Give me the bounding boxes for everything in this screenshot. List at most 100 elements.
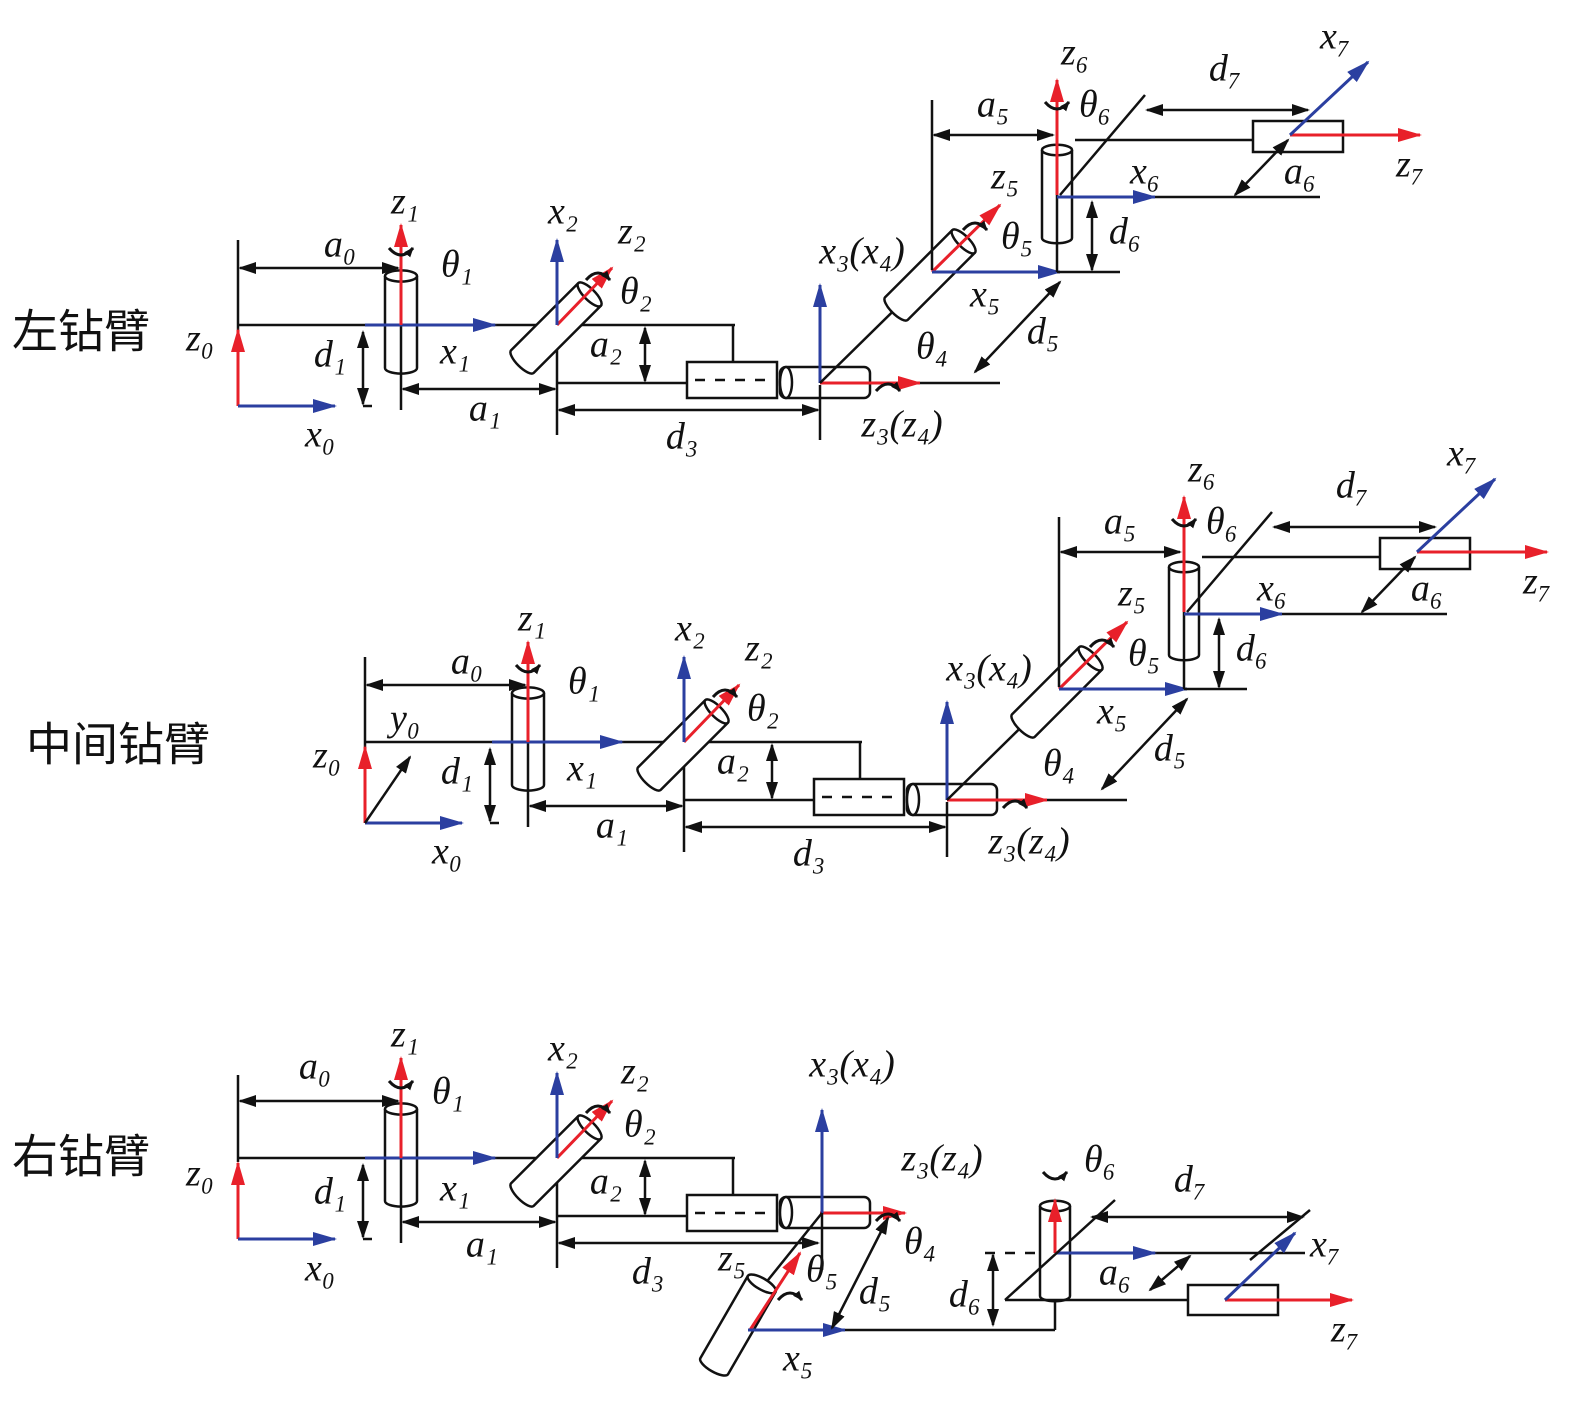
cylinder-body bbox=[509, 282, 602, 375]
label-x1: x₁ bbox=[566, 748, 597, 790]
label-z1: z₁ bbox=[390, 1014, 419, 1056]
label-theta2: θ₂ bbox=[620, 271, 652, 313]
label-theta6: θ₆ bbox=[1206, 501, 1238, 543]
z-axis-arrow bbox=[1057, 620, 1129, 691]
link-line bbox=[1249, 1209, 1311, 1261]
rotation-icon bbox=[387, 1079, 415, 1091]
label-z0: z₀ bbox=[312, 735, 341, 777]
label-y0: y₀ bbox=[386, 698, 420, 740]
label-z2: z₂ bbox=[620, 1051, 649, 1093]
label-a6: a₆ bbox=[1284, 151, 1316, 193]
cylinder-top bbox=[576, 281, 603, 308]
label-d6: d₆ bbox=[949, 1274, 981, 1316]
label-x1: x₁ bbox=[439, 1168, 470, 1210]
label-z2: z₂ bbox=[617, 211, 646, 253]
label-d6: d₆ bbox=[1236, 628, 1268, 670]
label-x2: x₂ bbox=[674, 608, 705, 650]
label-x0: x₀ bbox=[304, 414, 335, 456]
label-d1: d₁ bbox=[314, 334, 346, 376]
label-theta2: θ₂ bbox=[747, 688, 779, 730]
label-a0: a₀ bbox=[299, 1046, 331, 1088]
cylinder-top bbox=[703, 698, 730, 725]
panel-title-right-arm: 右钻臂 bbox=[12, 1130, 150, 1184]
label-z7: z₇ bbox=[1330, 1309, 1359, 1351]
rotation-icon bbox=[387, 246, 415, 258]
x-axis-arrow bbox=[1288, 60, 1370, 137]
label-x2: x₂ bbox=[547, 1028, 578, 1070]
rotation-icon bbox=[1170, 517, 1198, 529]
label-d7: d₇ bbox=[1336, 465, 1368, 507]
x-axis-arrow bbox=[1415, 477, 1497, 554]
label-d3: d₃ bbox=[632, 1251, 664, 1293]
label-a1: a₁ bbox=[469, 388, 501, 430]
rotation-icon bbox=[776, 1290, 804, 1302]
dimension-arrow bbox=[1100, 697, 1189, 791]
dimension-arrow bbox=[830, 1216, 890, 1330]
label-z5: z₅ bbox=[717, 1238, 746, 1280]
panel-title-middle-arm: 中间钻臂 bbox=[26, 718, 210, 772]
label-z0: z₀ bbox=[185, 318, 214, 360]
label-x0: x₀ bbox=[304, 1248, 335, 1290]
label-theta4: θ₄ bbox=[916, 326, 948, 368]
rotation-icon bbox=[584, 1103, 612, 1115]
cylinder-body bbox=[509, 1115, 602, 1208]
label-d3: d₃ bbox=[793, 833, 825, 875]
link-line bbox=[1186, 511, 1273, 613]
cylinder-end bbox=[778, 1195, 794, 1230]
label-a2: a₂ bbox=[717, 741, 749, 783]
label-z3z4: z₃(z₄) bbox=[987, 821, 1069, 863]
label-theta1: θ₁ bbox=[432, 1071, 464, 1113]
cylinder-body bbox=[636, 699, 729, 792]
label-x3x4: x₃(x₄) bbox=[818, 231, 904, 273]
label-z5: z₅ bbox=[990, 156, 1019, 198]
link-line bbox=[1059, 94, 1146, 196]
label-theta5: θ₅ bbox=[806, 1249, 838, 1291]
label-theta2: θ₂ bbox=[624, 1104, 656, 1146]
joint-cylinder bbox=[509, 1114, 603, 1208]
label-z7: z₇ bbox=[1522, 561, 1551, 603]
label-d6: d₆ bbox=[1109, 211, 1141, 253]
dimension-arrow bbox=[1233, 138, 1290, 197]
label-z1: z₁ bbox=[517, 598, 546, 640]
label-theta5: θ₅ bbox=[1128, 633, 1160, 675]
label-x5: x₅ bbox=[969, 274, 1000, 316]
label-x0: x₀ bbox=[431, 831, 462, 873]
rotation-icon bbox=[711, 687, 739, 699]
label-a2: a₂ bbox=[590, 1161, 622, 1203]
joint-cylinder bbox=[698, 1273, 778, 1377]
label-d7: d₇ bbox=[1209, 48, 1241, 90]
label-x3x4: x₃(x₄) bbox=[945, 648, 1031, 690]
rotation-icon bbox=[874, 381, 902, 393]
joint-cylinder bbox=[509, 281, 603, 375]
y-axis-arrow bbox=[363, 755, 412, 824]
label-a6: a₆ bbox=[1411, 568, 1443, 610]
x-axis-arrow bbox=[1223, 1231, 1297, 1302]
dimension-arrow bbox=[1148, 1254, 1192, 1292]
cylinder-end bbox=[778, 365, 794, 400]
label-x5: x₅ bbox=[1096, 691, 1127, 733]
label-d1: d₁ bbox=[441, 751, 473, 793]
label-z5: z₅ bbox=[1117, 573, 1146, 615]
label-theta4: θ₄ bbox=[1043, 743, 1075, 785]
rotation-icon bbox=[961, 220, 989, 232]
label-x1: x₁ bbox=[439, 331, 470, 373]
label-z2: z₂ bbox=[744, 628, 773, 670]
label-z6: z₆ bbox=[1060, 32, 1089, 74]
label-theta1: θ₁ bbox=[441, 244, 473, 286]
label-x7: x₇ bbox=[1309, 1224, 1340, 1266]
cylinder-end bbox=[905, 782, 921, 817]
label-theta1: θ₁ bbox=[568, 661, 600, 703]
label-a5: a₅ bbox=[977, 84, 1009, 126]
label-d1: d₁ bbox=[314, 1171, 346, 1213]
label-a0: a₀ bbox=[324, 224, 356, 266]
rotation-icon bbox=[514, 663, 542, 675]
label-x3x4: x₃(x₄) bbox=[808, 1044, 894, 1086]
label-d5: d₅ bbox=[1154, 728, 1186, 770]
joint-cylinder bbox=[636, 698, 730, 792]
label-theta5: θ₅ bbox=[1001, 216, 1033, 258]
